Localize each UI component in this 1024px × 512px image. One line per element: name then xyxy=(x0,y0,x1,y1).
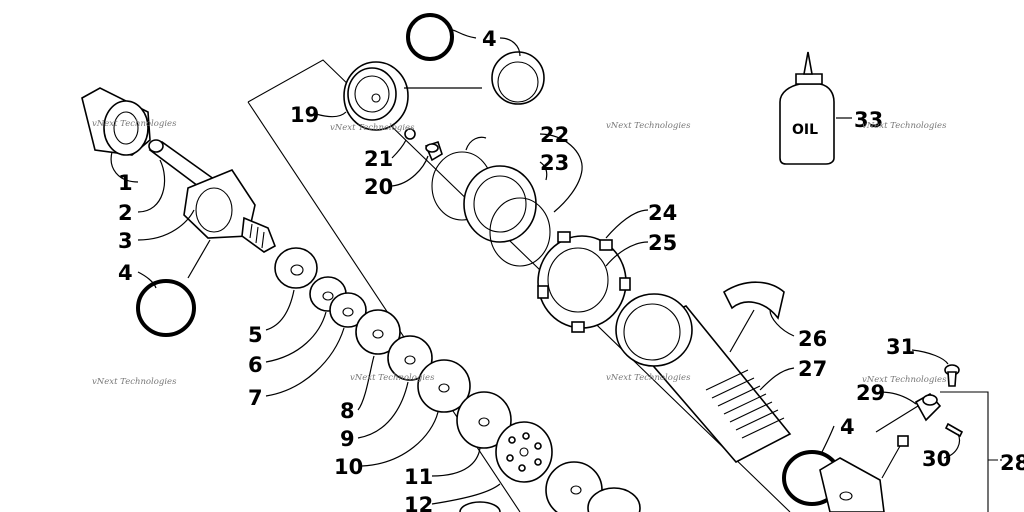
leader-lines xyxy=(110,29,1002,505)
callout-6: 6 xyxy=(248,353,263,377)
part-23-ring-rear xyxy=(489,197,551,267)
callout-26: 26 xyxy=(798,327,827,351)
part-12-piston xyxy=(495,421,553,483)
callout-27: 27 xyxy=(798,357,827,381)
part-7-shim xyxy=(329,292,367,328)
callout-labels: 1 2 3 4 4 4 5 6 7 8 9 10 11 12 19 20 21 … xyxy=(118,27,1024,512)
watermark-6: vNext Technologies xyxy=(350,373,435,383)
part-12-shim-lower xyxy=(459,501,501,512)
callout-25: 25 xyxy=(648,231,677,255)
callout-21: 21 xyxy=(364,147,393,171)
callout-10: 10 xyxy=(334,455,363,479)
part-21-o-ring-small xyxy=(404,128,416,140)
callout-5: 5 xyxy=(248,323,263,347)
callout-8: 8 xyxy=(340,399,355,423)
callout-33: 33 xyxy=(854,108,883,132)
part-3-shaft-eye xyxy=(183,169,277,253)
part-14-shim xyxy=(587,487,641,512)
callout-12: 12 xyxy=(404,493,433,512)
part-28-group-bracket xyxy=(940,391,998,512)
part-2-shaft xyxy=(148,139,220,194)
watermark-4: vNext Technologies xyxy=(862,121,947,131)
part-1-cap xyxy=(81,87,151,156)
callout-24: 24 xyxy=(648,201,677,225)
part-19-bearing xyxy=(343,61,409,131)
watermarks: vNext Technologies vNext Technologies vN… xyxy=(92,119,947,387)
callout-19: 19 xyxy=(290,103,319,127)
callout-11: 11 xyxy=(404,465,433,489)
part-4-wear-band xyxy=(491,51,545,105)
callout-31: 31 xyxy=(886,335,915,359)
callout-2: 2 xyxy=(118,201,133,225)
callout-30: 30 xyxy=(922,447,951,471)
watermark-1: vNext Technologies xyxy=(92,119,177,129)
watermark-3: vNext Technologies xyxy=(606,121,691,131)
callout-3: 3 xyxy=(118,229,133,253)
oil-bottle-label: OIL xyxy=(792,122,818,138)
part-8-shim xyxy=(355,309,401,355)
part-10-shim xyxy=(417,359,471,413)
watermark-7: vNext Technologies xyxy=(606,373,691,383)
callout-22: 22 xyxy=(540,123,569,147)
part-30-pin xyxy=(944,422,964,438)
callout-4-top: 4 xyxy=(482,27,497,51)
part-5-washer xyxy=(274,247,318,289)
part-23-piston xyxy=(463,165,537,243)
watermark-2: vNext Technologies xyxy=(330,123,415,133)
part-20-valve xyxy=(424,140,443,162)
part-29-schrader-valve xyxy=(897,392,942,447)
callout-4-bottom: 4 xyxy=(840,415,855,439)
part-27-reservoir xyxy=(615,293,792,464)
callout-29: 29 xyxy=(856,381,885,405)
part-11-shim xyxy=(456,391,512,449)
part-9-shim xyxy=(387,335,433,381)
part-4-o-ring-top xyxy=(406,13,454,61)
part-33-oil-bottle: OIL xyxy=(779,51,835,165)
callout-7: 7 xyxy=(248,386,263,410)
callout-28: 28 xyxy=(1000,451,1024,475)
part-26-clip xyxy=(722,281,785,320)
callout-20: 20 xyxy=(364,175,393,199)
callout-9: 9 xyxy=(340,427,355,451)
part-4-o-ring-left xyxy=(136,279,196,337)
end-cap-assembly xyxy=(819,457,885,512)
callout-23: 23 xyxy=(540,151,569,175)
callout-4-left: 4 xyxy=(118,261,133,285)
part-24-adjuster-nut xyxy=(537,231,631,333)
part-29-group-line xyxy=(875,405,919,479)
part-31-screw xyxy=(944,364,960,387)
callout-1: 1 xyxy=(118,171,133,195)
watermark-8: vNext Technologies xyxy=(862,375,947,385)
watermark-5: vNext Technologies xyxy=(92,377,177,387)
